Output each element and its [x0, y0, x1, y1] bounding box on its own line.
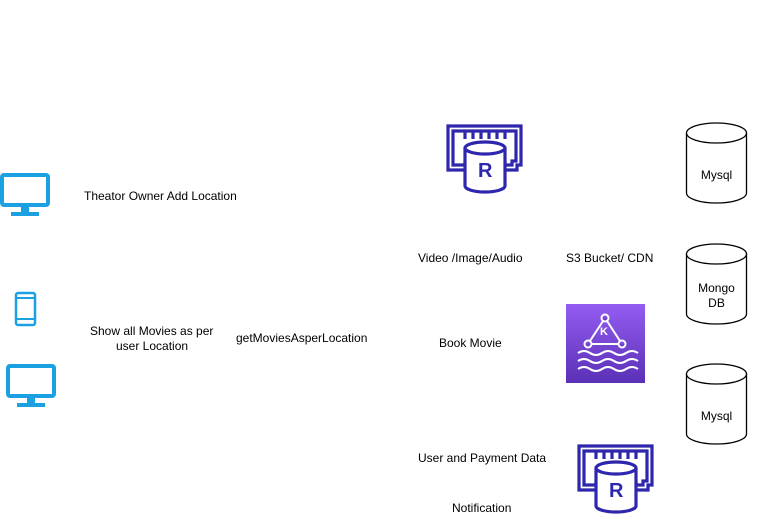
redis-letter-top: R	[478, 160, 493, 182]
mongodb-database: Mongo DB	[685, 243, 748, 325]
show-movies-label-line2: user Location	[116, 339, 189, 353]
mysql-top-label: Mysql	[700, 168, 733, 182]
mysql-database-top: Mysql	[685, 122, 748, 204]
desktop-monitor-icon-bottom	[6, 363, 58, 409]
kafka-stream-icon: K	[566, 304, 645, 383]
redis-letter-bottom: R	[609, 480, 624, 502]
user-payment-label: User and Payment Data	[418, 451, 547, 465]
video-image-audio-label: Video /Image/Audio	[418, 251, 523, 265]
redis-cache-icon-top: R	[446, 123, 524, 195]
show-movies-label-line1: Show all Movies as per	[90, 324, 214, 338]
theater-owner-label: Theator Owner Add Location	[84, 189, 237, 203]
mobile-phone-icon	[14, 291, 38, 327]
mongo-label-line2: DB	[708, 296, 725, 310]
s3-cdn-label: S3 Bucket/ CDN	[566, 251, 654, 265]
mysql-database-bottom: Mysql	[685, 363, 748, 445]
mongo-label-line1: Mongo	[698, 281, 735, 295]
mysql-bottom-label: Mysql	[700, 409, 733, 423]
kafka-letter: K	[600, 326, 608, 338]
book-movie-label: Book Movie	[439, 336, 502, 350]
notification-label: Notification	[452, 501, 512, 515]
get-movies-label: getMoviesAsperLocation	[236, 331, 368, 345]
desktop-monitor-icon-top	[0, 172, 52, 218]
redis-cache-icon-bottom: R	[577, 443, 655, 515]
